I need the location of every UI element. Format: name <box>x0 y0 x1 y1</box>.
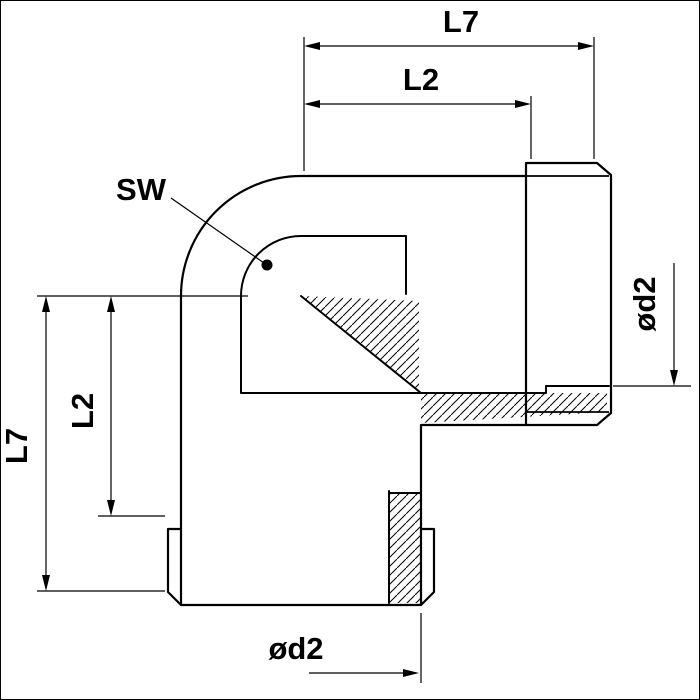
l2-top-arrow-right <box>515 100 531 108</box>
l2-left-arrow-bottom <box>107 500 115 516</box>
sw-leader-dot <box>261 259 273 271</box>
od2-bottom-label: ød2 <box>268 631 323 666</box>
l7-left-arrow-top <box>42 296 50 312</box>
section-hatch-right-arm <box>421 393 607 423</box>
od2-bottom-arrow <box>403 669 419 677</box>
od2-right-arrow <box>670 370 678 386</box>
l7-left-label: L7 <box>1 428 34 464</box>
right-thread-lines <box>526 175 609 413</box>
bottom-thread-lines <box>180 529 422 604</box>
l7-top-label: L7 <box>443 4 479 39</box>
elbow-bore-lines <box>240 235 610 604</box>
elbow-outline <box>166 161 613 607</box>
l7-top-arrow-left <box>304 42 320 50</box>
l2-left-label: L2 <box>65 393 100 429</box>
l7-top-arrow-right <box>578 42 594 50</box>
l2-top-label: L2 <box>403 62 439 97</box>
od2-right-label: ød2 <box>627 276 662 331</box>
l7-left-arrow-bottom <box>42 575 50 591</box>
sw-label: SW <box>116 172 167 207</box>
sw-leader-line <box>170 197 265 264</box>
l2-top-arrow-left <box>304 100 320 108</box>
l7-left-extension-lines <box>37 295 248 592</box>
l2-left-arrow-top <box>107 296 115 312</box>
section-hatch-bottom-arm <box>389 493 421 603</box>
